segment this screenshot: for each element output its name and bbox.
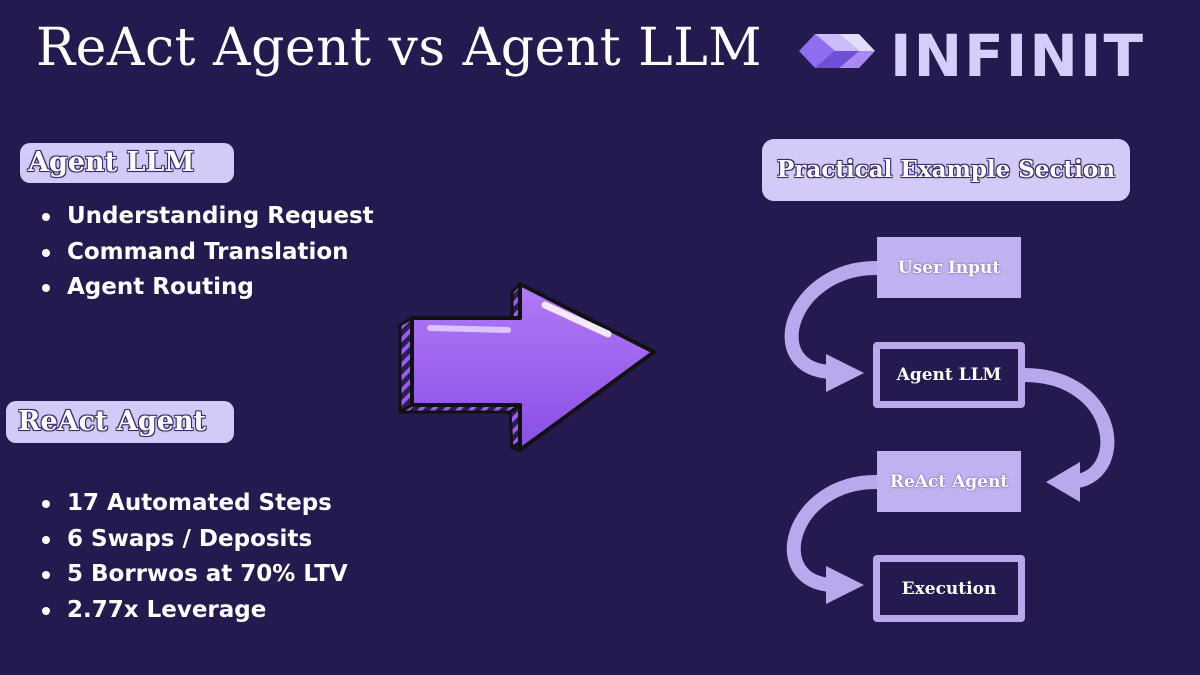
list-item: Agent Routing bbox=[37, 270, 374, 306]
list-item: Command Translation bbox=[37, 235, 374, 271]
arrowhead-icon bbox=[826, 566, 864, 604]
infinit-logo-icon bbox=[799, 34, 875, 68]
list-item: 2.77x Leverage bbox=[37, 593, 348, 629]
agent-llm-heading: Agent LLM bbox=[20, 143, 234, 183]
step-execution: Execution bbox=[873, 555, 1025, 622]
agent-llm-list: Understanding Request Command Translatio… bbox=[37, 199, 374, 306]
react-agent-heading: ReAct Agent bbox=[6, 401, 234, 443]
brand-logo: INFINIT bbox=[795, 20, 1175, 90]
step-user-input: User Input bbox=[877, 237, 1021, 298]
react-agent-list: 17 Automated Steps 6 Swaps / Deposits 5 … bbox=[37, 486, 348, 628]
connector-arrow bbox=[786, 475, 883, 592]
arrowhead-icon bbox=[826, 354, 864, 392]
practical-example-heading: Practical Example Section bbox=[762, 139, 1130, 201]
page-title: ReAct Agent vs Agent LLM bbox=[36, 18, 762, 78]
arrowhead-icon bbox=[1046, 462, 1080, 502]
list-item: 17 Automated Steps bbox=[37, 486, 348, 522]
logo-text: INFINIT bbox=[890, 22, 1146, 90]
connector-arrow bbox=[1017, 368, 1115, 489]
step-react-agent: ReAct Agent bbox=[877, 451, 1021, 512]
list-item: 5 Borrwos at 70% LTV bbox=[37, 557, 348, 593]
list-item: Understanding Request bbox=[37, 199, 374, 235]
list-item: 6 Swaps / Deposits bbox=[37, 522, 348, 558]
step-agent-llm: Agent LLM bbox=[873, 342, 1025, 408]
connector-arrow bbox=[784, 261, 883, 379]
